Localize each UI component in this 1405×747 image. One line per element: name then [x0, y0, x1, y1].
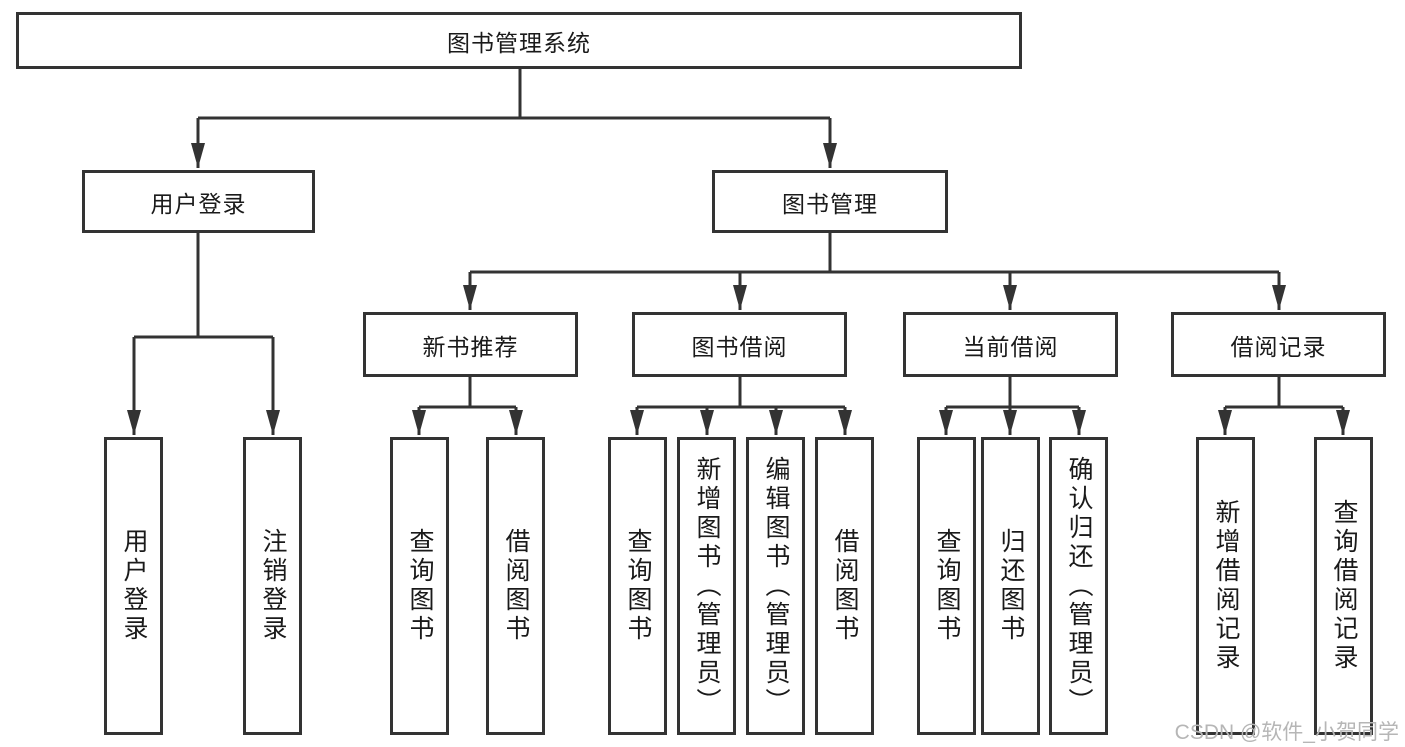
node-add-borrow-record-label: 新增借阅记录 [1212, 499, 1240, 673]
node-query-book-recommend: 查询图书 [390, 437, 449, 735]
node-edit-book-admin-label: 编辑图书（管理员） [762, 455, 790, 717]
node-new-book-recommend: 新书推荐 [363, 312, 578, 377]
node-current-borrowing: 当前借阅 [903, 312, 1118, 377]
node-user-login-label: 用户登录 [120, 528, 148, 644]
node-logout: 注销登录 [243, 437, 302, 735]
node-book-borrowing-label: 图书借阅 [691, 333, 788, 360]
node-edit-book-admin: 编辑图书（管理员） [746, 437, 805, 735]
node-return-book: 归还图书 [981, 437, 1040, 735]
node-query-book-borrow-label: 查询图书 [624, 528, 652, 644]
node-borrow-book-recommend: 借阅图书 [486, 437, 545, 735]
node-query-book-current: 查询图书 [917, 437, 976, 735]
node-query-borrow-record: 查询借阅记录 [1314, 437, 1373, 735]
node-root: 图书管理系统 [16, 12, 1022, 69]
node-query-borrow-record-label: 查询借阅记录 [1330, 499, 1358, 673]
node-book-management-group: 图书管理 [712, 170, 948, 233]
node-borrow-records-label: 借阅记录 [1230, 333, 1327, 360]
node-new-book-recommend-label: 新书推荐 [422, 333, 519, 360]
node-query-book-borrow: 查询图书 [608, 437, 667, 735]
node-confirm-return-admin-label: 确认归还（管理员） [1065, 455, 1093, 717]
node-user-login: 用户登录 [104, 437, 163, 735]
node-book-borrowing: 图书借阅 [632, 312, 847, 377]
node-query-book-recommend-label: 查询图书 [406, 528, 434, 644]
node-add-book-admin-label: 新增图书（管理员） [693, 455, 721, 717]
node-add-borrow-record: 新增借阅记录 [1196, 437, 1255, 735]
node-current-borrowing-label: 当前借阅 [962, 333, 1059, 360]
node-book-management-group-label: 图书管理 [782, 190, 878, 217]
node-borrow-book-label: 借阅图书 [831, 528, 859, 644]
node-borrow-records: 借阅记录 [1171, 312, 1386, 377]
node-user-login-group: 用户登录 [82, 170, 315, 233]
node-borrow-book-recommend-label: 借阅图书 [502, 528, 530, 644]
node-add-book-admin: 新增图书（管理员） [677, 437, 736, 735]
node-confirm-return-admin: 确认归还（管理员） [1049, 437, 1108, 735]
node-query-book-current-label: 查询图书 [933, 528, 961, 644]
node-root-label: 图书管理系统 [447, 29, 591, 56]
node-user-login-group-label: 用户登录 [150, 190, 247, 217]
node-return-book-label: 归还图书 [997, 528, 1025, 644]
node-borrow-book: 借阅图书 [815, 437, 874, 735]
node-logout-label: 注销登录 [259, 528, 287, 644]
csdn-watermark: CSDN @软件_小贺同学 [1174, 721, 1399, 744]
